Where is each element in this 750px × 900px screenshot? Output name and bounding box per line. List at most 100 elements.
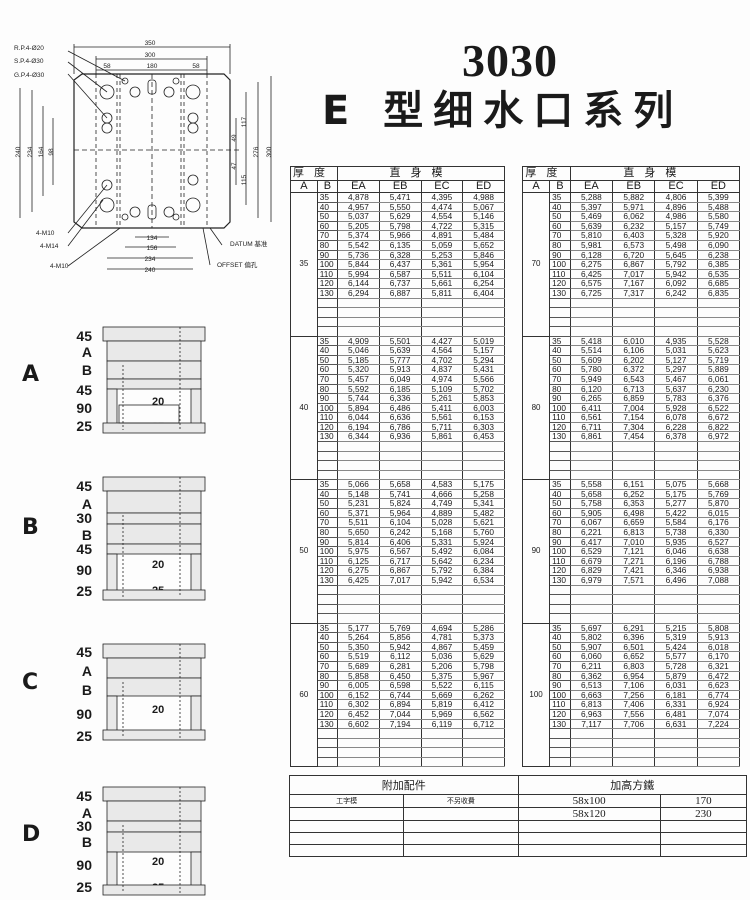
price-cell: 5,522 (420, 680, 464, 691)
empty-cell (612, 585, 656, 596)
price-cell: 6,046 (654, 546, 698, 557)
empty-cell (549, 594, 571, 605)
empty-cell (420, 594, 464, 605)
empty-cell (612, 317, 656, 328)
price-cell: 6,774 (696, 690, 741, 701)
empty-cell (612, 757, 656, 768)
price-cell: 6,176 (696, 517, 741, 529)
empty-cell (696, 298, 741, 309)
thickness-b-value: 100 (316, 546, 339, 557)
thickness-b-value: 60 (316, 508, 339, 519)
side-view-b: B 45 A 30 B 45 90 25 20 25 (0, 470, 220, 610)
price-cell: 5,286 (462, 623, 505, 634)
price-cell: 6,242 (654, 288, 698, 299)
empty-cell (378, 298, 422, 309)
table-row (291, 307, 505, 318)
thickness-a-value: 35 (290, 192, 318, 337)
thickness-b-value: 110 (316, 556, 339, 567)
price-cell: 6,061 (696, 374, 741, 385)
empty-cell (378, 460, 422, 471)
price-cell: 5,469 (569, 211, 614, 222)
price-cell: 5,037 (337, 211, 380, 222)
svg-text:4-M10: 4-M10 (50, 263, 69, 270)
empty-cell (549, 307, 571, 318)
price-cell: 5,920 (696, 230, 741, 241)
thickness-b-value: 120 (316, 709, 339, 720)
empty-cell (612, 594, 656, 605)
price-cell: 4,781 (420, 632, 464, 643)
empty-cell (549, 298, 571, 309)
thickness-b-value: 35 (549, 479, 571, 490)
empty-cell (462, 728, 505, 739)
price-cell: 5,769 (696, 489, 741, 500)
empty-cell (569, 747, 614, 758)
thickness-b-value: 50 (316, 498, 339, 509)
empty-cell (654, 298, 698, 309)
price-cell: 6,737 (378, 278, 422, 289)
thickness-b-value: 90 (316, 250, 339, 261)
price-cell: 6,135 (378, 240, 422, 251)
price-cell: 5,341 (462, 498, 505, 509)
price-cell: 5,913 (696, 632, 741, 643)
empty-cell (612, 298, 656, 309)
thickness-b-value: 70 (316, 230, 339, 241)
price-cell: 5,288 (569, 192, 614, 203)
price-cell: 6,561 (569, 412, 614, 423)
price-cell: 6,344 (337, 431, 380, 443)
svg-text:OFFSET 偏孔: OFFSET 偏孔 (217, 260, 258, 269)
price-cell: 6,602 (337, 719, 380, 730)
svg-text:98: 98 (48, 148, 55, 156)
thickness-b-value: 40 (316, 345, 339, 356)
svg-text:234: 234 (27, 146, 34, 157)
price-cell: 7,017 (378, 575, 422, 586)
thickness-b-value: 60 (316, 221, 339, 232)
thickness-a-value: 90 (521, 479, 551, 624)
price-cell: 7,454 (612, 431, 656, 443)
price-cell: 5,824 (378, 498, 422, 509)
table-row (523, 451, 741, 462)
empty-cell (462, 613, 505, 624)
price-cell: 6,573 (612, 240, 656, 251)
thickness-b-value: 70 (549, 374, 571, 385)
table-row (523, 757, 741, 768)
price-cell: 6,119 (420, 719, 464, 730)
price-cell: 5,969 (420, 709, 464, 720)
price-cell: 5,702 (462, 384, 505, 395)
empty-cell (654, 594, 698, 605)
price-cell: 6,638 (696, 546, 741, 557)
empty-cell (569, 728, 614, 739)
empty-cell (696, 613, 741, 624)
thickness-a-value: 100 (521, 622, 551, 768)
price-cell: 6,567 (378, 546, 422, 557)
price-cell: 5,264 (337, 632, 380, 643)
empty-cell (549, 451, 571, 462)
header-straight-mold: 直身模 (569, 166, 741, 181)
empty-cell (337, 613, 380, 624)
empty-cell (549, 728, 571, 739)
thickness-b-value: 130 (316, 719, 339, 730)
empty-cell (462, 307, 505, 318)
price-cell: 5,861 (420, 431, 464, 443)
table-row (523, 298, 741, 309)
table-row (291, 728, 505, 739)
price-cell: 4,986 (654, 211, 698, 222)
price-cell: 5,652 (462, 240, 505, 251)
empty-cell (654, 451, 698, 462)
empty-cell (569, 307, 614, 318)
table-row (523, 585, 741, 596)
svg-text:300: 300 (145, 52, 156, 59)
empty-cell (378, 326, 422, 337)
